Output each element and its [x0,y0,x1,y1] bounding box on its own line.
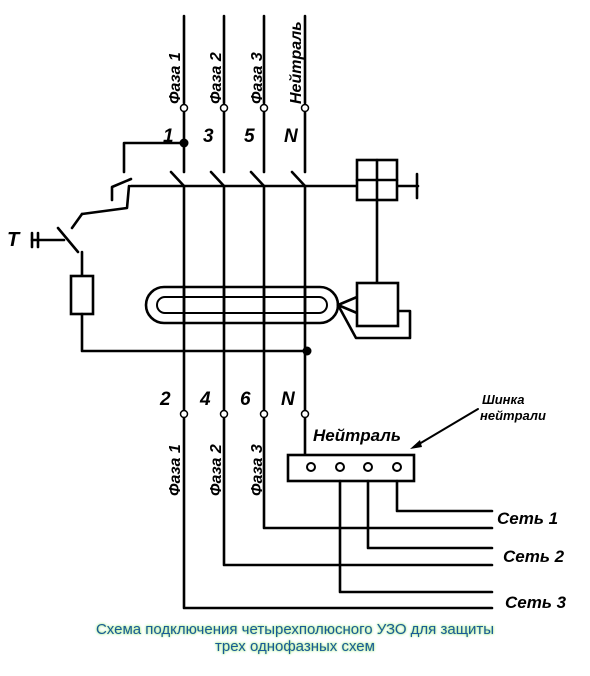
bottom-phase-label-2: Фаза 2 [208,444,225,496]
caption-line-1: Схема подключения четырехполюсного УЗО д… [95,621,495,638]
bottom-terminal-number-4: 4 [199,389,211,410]
top-terminal-number-5: 5 [244,126,255,147]
neutral-bus-bar [286,453,416,483]
bottom-terminal-number-n: N [281,389,296,410]
main-contacts [169,170,307,188]
bottom-terminal-number-2: 2 [159,389,171,410]
top-input-wires [182,14,307,105]
bus-neutral-outputs [338,479,494,594]
bus-annotation-line1: Шинка [482,392,525,407]
bus-annotation-pointer [413,408,479,448]
network-label-2: Сеть 2 [503,547,565,566]
test-circuit-wiring [70,138,189,230]
test-button [30,226,309,353]
bottom-terminal-number-6: 6 [240,389,251,410]
current-transformer [144,284,412,340]
top-neutral-label: Нейтраль [288,21,305,104]
diagram-caption: Схема подключения четырехполюсного УЗО д… [0,621,590,655]
bottom-phase-label-1: Фаза 1 [167,444,184,496]
top-terminal-number-3: 3 [203,126,214,147]
bottom-phase-label-3: Фаза 3 [249,444,266,496]
top-terminals [179,103,310,113]
caption-line-2: трех однофазных схем [215,638,375,655]
top-phase-label-2: Фаза 2 [208,52,225,104]
trip-relay [355,281,400,328]
bus-annotation-arrowhead [410,440,422,449]
top-terminal-number-n: N [284,126,299,147]
bus-annotation-line2: нейтрали [480,408,546,423]
output-wiring [182,416,494,610]
network-label-3: Сеть 3 [505,593,567,612]
neutral-output-label: Нейтраль [313,426,401,445]
top-terminal-number-1: 1 [163,126,174,147]
top-phase-label-3: Фаза 3 [249,52,266,104]
network-label-1: Сеть 1 [497,509,558,528]
trip-linkage [129,158,420,285]
top-phase-label-1: Фаза 1 [167,52,184,104]
bottom-terminals [179,409,310,419]
test-button-label: T [7,229,21,251]
